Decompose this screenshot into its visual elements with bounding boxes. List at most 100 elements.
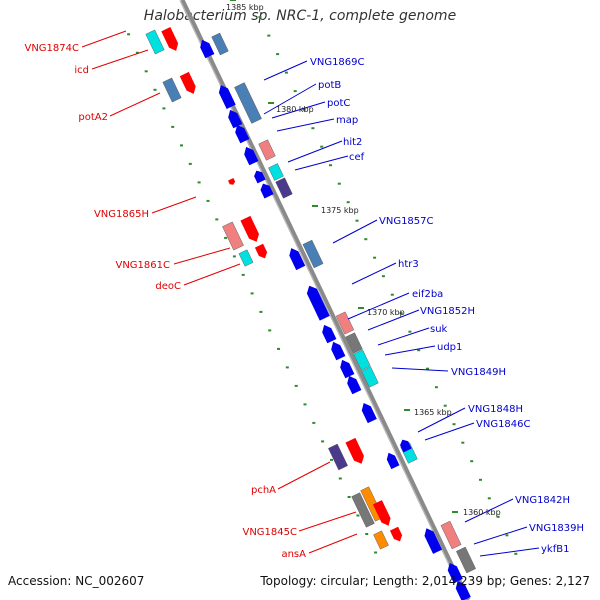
gene-arrow-shape [386,452,400,470]
tick-dot [496,515,500,518]
gene-arrow-shape [455,580,471,600]
gene-label-suk[interactable]: suk [430,324,448,335]
gene-label-ykfb1[interactable]: ykfB1 [541,544,569,555]
gene-arrow [455,580,471,600]
gene-label-htr3[interactable]: htr3 [398,259,419,270]
gene-arrow [289,248,306,271]
tick-dot [224,236,228,239]
tick-dot [197,181,201,184]
tick-dot [364,238,368,241]
gene-block [361,366,379,388]
gene-label-icd[interactable]: icd [74,65,89,76]
gene-arrow-shape [200,39,215,59]
tick-dot [284,71,288,74]
gene-arrow [345,437,364,464]
gene-label-udp1[interactable]: udp1 [437,342,462,353]
gene-label-vng1845c[interactable]: VNG1845C [242,527,297,538]
label-leader-red [109,92,161,117]
tick-dot [302,108,306,111]
gene-arrow-shape [228,178,236,185]
tick-dot [303,403,307,406]
tick-dot [479,478,482,481]
tick-dot [347,496,351,498]
tick-dot [294,384,298,387]
gene-arrow-shape [424,528,443,554]
gene-label-vng1848h[interactable]: VNG1848H [468,404,523,415]
tick-dot [232,255,236,258]
label-leader-blue [271,101,326,119]
gene-arrow-shape [254,170,266,184]
tick-dot [505,534,509,537]
label-leader-blue [287,140,343,163]
gene-label-vng1874c[interactable]: VNG1874C [24,43,79,54]
gene-label-vng1865h[interactable]: VNG1865H [94,209,149,220]
tick-dot [293,90,297,93]
gene-label-vng1869c[interactable]: VNG1869C [310,57,365,68]
gene-arrow [424,528,443,554]
gene-label-pcha[interactable]: pchA [251,485,276,496]
tick-dot [338,477,342,480]
gene-block [211,32,229,56]
label-leader-red [183,263,241,286]
gene-arrow-shape [447,562,463,584]
gene-label-potc[interactable]: potC [327,98,350,109]
label-leader-blue [424,422,475,441]
tick-dot [330,458,333,461]
gene-arrow [240,215,259,242]
gene-label-vng1861c[interactable]: VNG1861C [115,260,170,271]
tick-dot [206,199,210,202]
gene-label-vng1839h[interactable]: VNG1839H [529,523,584,534]
gene-features [145,27,476,600]
gene-arrow [228,109,243,129]
label-leader-red [173,247,231,265]
tick-dot [321,440,325,443]
gene-block [440,520,462,550]
gene-arrow-shape [240,215,259,242]
gene-block [275,177,293,199]
gene-label-vng1849h[interactable]: VNG1849H [451,367,506,378]
scale-label-1370kbp: 1370 kbp [367,308,405,317]
topology-text: Topology: circular; Length: 2,014,239 bp… [260,574,590,588]
gene-label-vng1857c[interactable]: VNG1857C [379,216,434,227]
label-leader-blue [351,262,397,285]
tick-dot [487,497,491,500]
gene-block [373,530,389,550]
tick-dot [241,273,245,276]
gene-block-shape [456,546,476,574]
gene-arrow [161,27,179,51]
tick-dot [365,533,369,535]
gene-label-hit2[interactable]: hit2 [343,137,362,148]
gene-label-eif2ba[interactable]: eif2ba [412,289,443,300]
tick-dot [267,34,271,37]
gene-label-map[interactable]: map [336,115,358,126]
gene-arrow [235,124,250,144]
tick-dot [443,404,447,407]
gene-block-shape [222,221,244,251]
tick-dot [277,347,280,350]
scale-label-1375kbp: 1375 kbp [321,206,359,215]
gene-arrow-shape [389,526,403,542]
gene-block-shape [275,177,293,199]
tick-dot [258,16,262,19]
gene-label-potb[interactable]: potB [318,80,341,91]
gene-arrow [331,341,346,361]
gene-label-deoc[interactable]: deoC [155,281,181,292]
tick-dot [135,51,139,54]
gene-label-vng1846c[interactable]: VNG1846C [476,419,531,430]
tick-dot [250,292,254,295]
gene-arrow [200,39,215,59]
tick-dot [285,366,289,369]
scale-label-1360kbp: 1360 kbp [463,508,501,517]
gene-arrow [400,439,412,453]
gene-block-shape [145,29,165,55]
label-leader-blue [391,367,449,372]
tick-dot [390,293,394,296]
gene-label-ansa[interactable]: ansA [281,549,306,560]
tick-dot [434,386,438,389]
gene-block [258,139,276,161]
gene-label-vng1842h[interactable]: VNG1842H [515,495,570,506]
gene-label-pota2[interactable]: potA2 [78,112,108,123]
gene-label-cef[interactable]: cef [349,152,365,163]
gene-label-vng1852h[interactable]: VNG1852H [420,306,475,317]
label-leader-red [151,196,197,214]
